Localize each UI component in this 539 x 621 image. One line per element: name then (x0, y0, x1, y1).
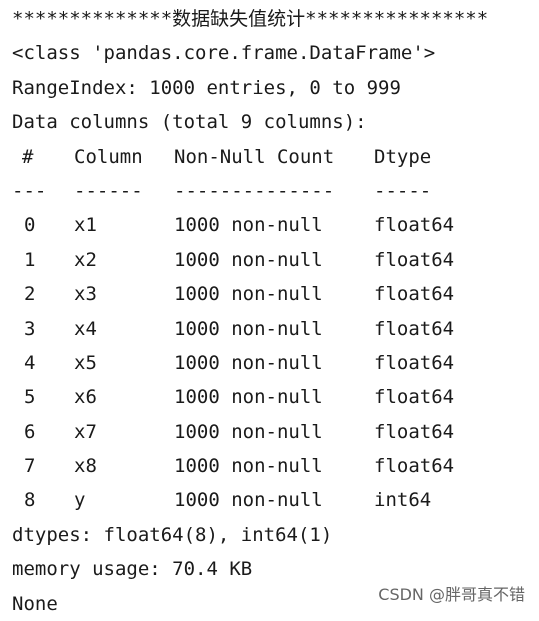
row-index: 0 (24, 214, 36, 237)
row-non-null: 1000 non-null (174, 351, 323, 374)
table-row: 3 x4 1000 non-null float64 (12, 312, 532, 346)
row-non-null: 1000 non-null (174, 248, 323, 271)
row-index: 3 (24, 317, 36, 340)
row-index: 7 (24, 455, 36, 478)
row-dtype: float64 (374, 420, 455, 443)
row-non-null: 1000 non-null (174, 283, 323, 306)
memory-usage-line: memory usage: 70.4 KB (12, 558, 253, 581)
table-divider-row: --- ------ -------------- ----- (12, 174, 532, 208)
divider-column: ------ (74, 179, 143, 202)
class-line: <class 'pandas.core.frame.DataFrame'> (12, 42, 436, 65)
divider-dtype: ----- (374, 179, 432, 202)
row-dtype: float64 (374, 455, 455, 478)
row-dtype: float64 (374, 214, 455, 237)
row-dtype: float64 (374, 248, 455, 271)
row-index: 4 (24, 351, 36, 374)
row-column: x3 (74, 283, 97, 306)
range-index-line: RangeIndex: 1000 entries, 0 to 999 (12, 76, 401, 99)
watermark: CSDN @胖哥真不错 (378, 585, 525, 604)
data-columns-line: Data columns (total 9 columns): (12, 111, 367, 134)
row-column: x5 (74, 351, 97, 374)
divider-non-null: -------------- (174, 179, 335, 202)
header-dtype: Dtype (374, 145, 432, 168)
divider-index: --- (12, 179, 47, 202)
row-dtype: float64 (374, 283, 455, 306)
row-column: x1 (74, 214, 97, 237)
row-index: 5 (24, 386, 36, 409)
table-row: 4 x5 1000 non-null float64 (12, 346, 532, 380)
row-dtype: int64 (374, 489, 432, 512)
row-dtype: float64 (374, 386, 455, 409)
row-index: 2 (24, 283, 36, 306)
row-dtype: float64 (374, 351, 455, 374)
row-non-null: 1000 non-null (174, 489, 323, 512)
table-row: 2 x3 1000 non-null float64 (12, 277, 532, 311)
row-dtype: float64 (374, 317, 455, 340)
row-non-null: 1000 non-null (174, 420, 323, 443)
table-row: 7 x8 1000 non-null float64 (12, 449, 532, 483)
row-non-null: 1000 non-null (174, 214, 323, 237)
table-row: 0 x1 1000 non-null float64 (12, 208, 532, 242)
row-non-null: 1000 non-null (174, 317, 323, 340)
table-row: 5 x6 1000 non-null float64 (12, 380, 532, 414)
row-non-null: 1000 non-null (174, 386, 323, 409)
row-index: 1 (24, 248, 36, 271)
row-index: 8 (24, 489, 36, 512)
table-row: 6 x7 1000 non-null float64 (12, 415, 532, 449)
table-row: 1 x2 1000 non-null float64 (12, 243, 532, 277)
row-column: x8 (74, 455, 97, 478)
none-line: None (12, 592, 58, 615)
row-column: x7 (74, 420, 97, 443)
table-row: 8 y 1000 non-null int64 (12, 483, 532, 517)
row-column: x4 (74, 317, 97, 340)
banner-line: **************数据缺失值统计**************** (12, 8, 489, 30)
header-column: Column (74, 145, 143, 168)
dtypes-line: dtypes: float64(8), int64(1) (12, 523, 333, 546)
row-column: x6 (74, 386, 97, 409)
row-non-null: 1000 non-null (174, 455, 323, 478)
table-header-row: # Column Non-Null Count Dtype (12, 140, 532, 174)
header-non-null: Non-Null Count (174, 145, 335, 168)
console-output: **************数据缺失值统计**************** <c… (12, 2, 532, 621)
row-column: y (74, 489, 86, 512)
row-column: x2 (74, 248, 97, 271)
header-index: # (22, 145, 34, 168)
row-index: 6 (24, 420, 36, 443)
